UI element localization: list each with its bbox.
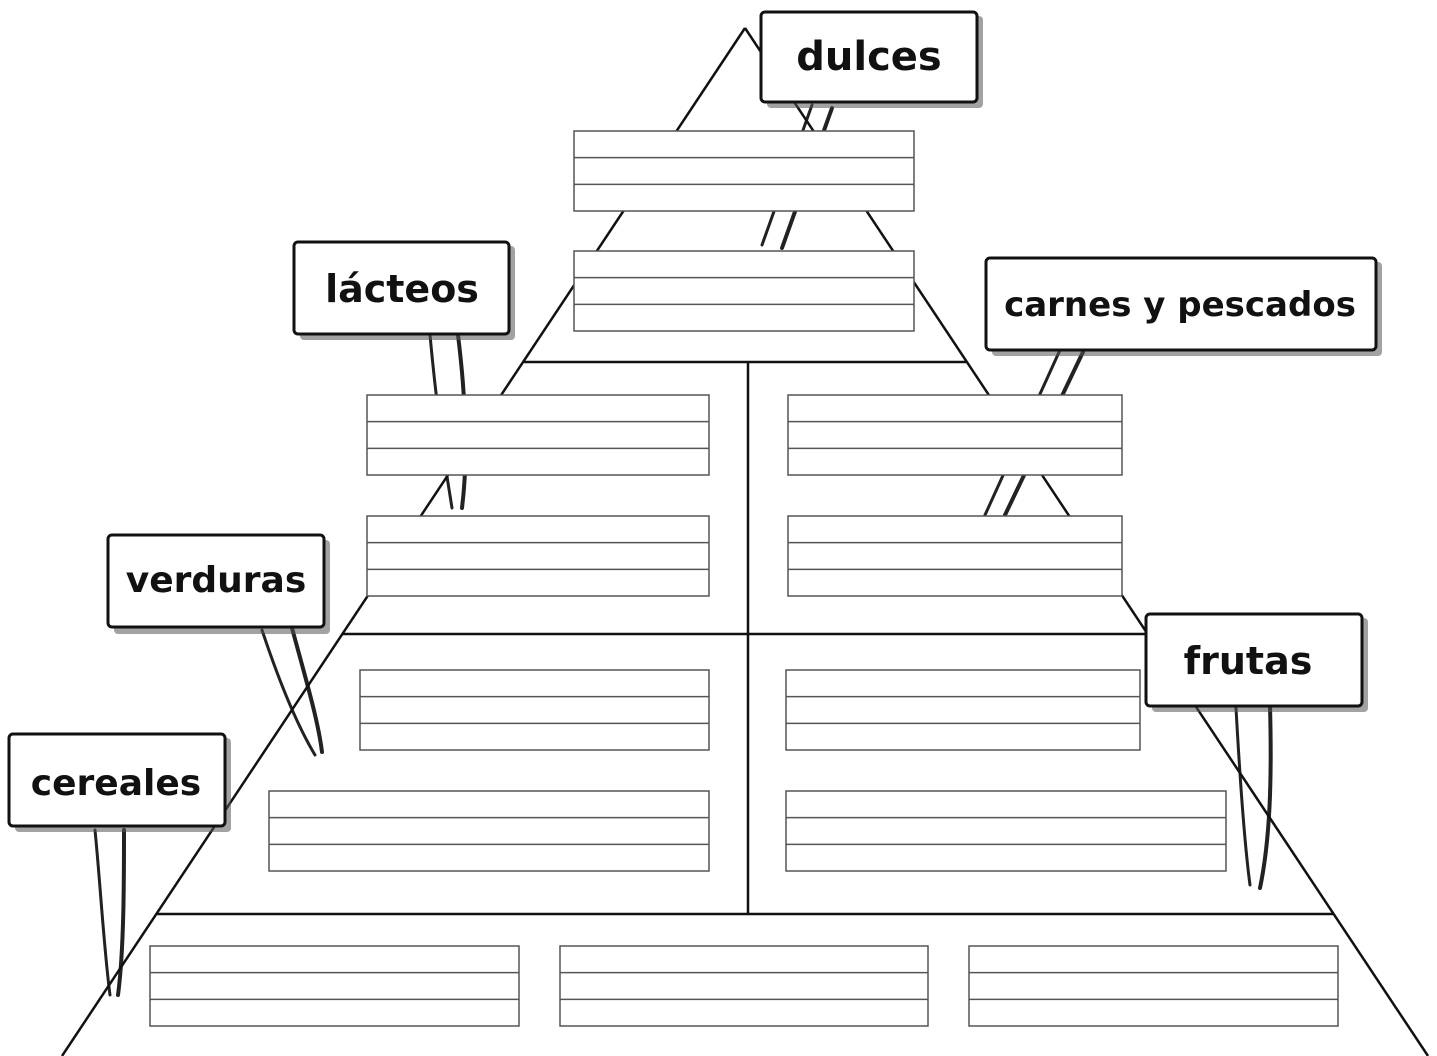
answer-box-frame — [559, 945, 929, 1027]
sign-label-dulces: dulces — [796, 34, 941, 80]
answer-box[interactable] — [573, 250, 915, 332]
answer-box[interactable] — [366, 515, 710, 597]
answer-box-frame — [787, 394, 1123, 476]
sign-carnes: carnes y pescados — [984, 256, 1382, 356]
sign-label-frutas: frutas — [1184, 639, 1313, 683]
answer-box-frame — [785, 790, 1227, 872]
answer-box-frame — [149, 945, 520, 1027]
sign-label-carnes: carnes y pescados — [1004, 285, 1356, 325]
answer-box[interactable] — [559, 945, 929, 1027]
sign-cereales: cereales — [7, 732, 231, 832]
answer-box[interactable] — [359, 669, 710, 751]
post-frutas — [1234, 704, 1273, 890]
answer-box[interactable] — [968, 945, 1339, 1027]
answer-box-frame — [359, 669, 710, 751]
answer-box[interactable] — [787, 515, 1123, 597]
sign-verduras: verduras — [106, 533, 330, 634]
sign-label-verduras: verduras — [126, 560, 307, 601]
sign-label-lacteos: lácteos — [325, 267, 479, 311]
signs: dulces lácteos carnes y pescados verdura… — [7, 10, 1382, 832]
post-cereales — [93, 828, 126, 997]
answer-box[interactable] — [573, 130, 915, 212]
answer-box-frame — [268, 790, 710, 872]
answer-box-frame — [785, 669, 1141, 751]
answer-box-frame — [787, 515, 1123, 597]
answer-boxes — [149, 130, 1339, 1027]
sign-lacteos: lácteos — [292, 240, 515, 340]
answer-box[interactable] — [268, 790, 710, 872]
answer-box[interactable] — [785, 790, 1227, 872]
sign-frutas: frutas — [1144, 612, 1368, 712]
answer-box[interactable] — [366, 394, 710, 476]
answer-box[interactable] — [149, 945, 520, 1027]
answer-box-frame — [366, 515, 710, 597]
answer-box-frame — [968, 945, 1339, 1027]
answer-box-frame — [573, 130, 915, 212]
answer-box-frame — [573, 250, 915, 332]
answer-box-frame — [366, 394, 710, 476]
sign-dulces: dulces — [759, 10, 983, 108]
answer-box[interactable] — [785, 669, 1141, 751]
post-verduras — [260, 626, 324, 757]
sign-label-cereales: cereales — [31, 763, 201, 804]
answer-box[interactable] — [787, 394, 1123, 476]
